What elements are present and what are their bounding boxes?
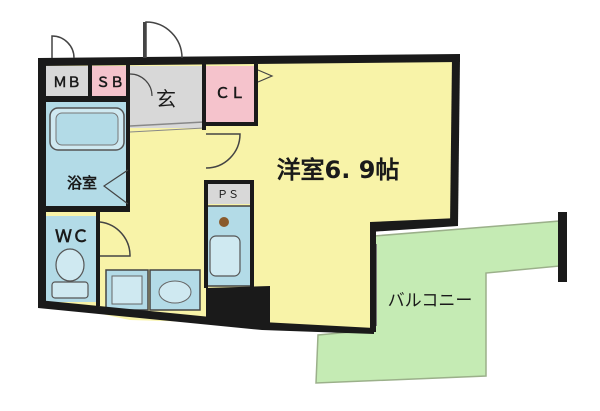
wall-wc-right (96, 210, 100, 306)
bath-door-swing (102, 169, 129, 205)
wall-balcony-side (370, 228, 376, 332)
label-sb: ＳＢ (96, 75, 124, 91)
wall-ps-right (250, 180, 254, 288)
stove-burner-icon (219, 217, 229, 227)
wall-ps-top (204, 180, 254, 184)
front-door-leaf (143, 22, 146, 58)
wall-closet-bottom (204, 122, 258, 126)
label-wc: ＷＣ (55, 227, 89, 247)
label-closet: ＣＬ (215, 84, 245, 102)
label-entrance: 玄 (156, 87, 176, 111)
front-door-swing (145, 21, 183, 59)
bathtub-inner (55, 112, 119, 146)
wall-bath-bottom (44, 206, 130, 212)
wall-kitchen-block (206, 286, 270, 326)
wc-door-swing (99, 221, 131, 257)
entrance-step-2 (129, 127, 205, 133)
wall-entrance-right (202, 64, 206, 130)
mb-door-swing (51, 35, 75, 59)
toilet-bowl (55, 248, 85, 282)
toilet-tank (51, 281, 89, 299)
fridge-inner (158, 280, 192, 304)
wall-ps-frame-left (204, 180, 208, 288)
entrance-floor (130, 66, 204, 128)
kitchen-sink (209, 235, 241, 277)
wall-closet-right (254, 64, 258, 126)
closet-door-swing (257, 69, 274, 83)
label-ps: ＰＳ (217, 188, 239, 201)
mb-box (46, 66, 88, 96)
wall-left (38, 58, 46, 306)
label-balcony: バルコニー (388, 291, 473, 311)
wall-step (370, 218, 458, 232)
room-door-swing (205, 133, 241, 169)
wall-mb-sb-divider (88, 64, 92, 98)
wall-right (450, 58, 460, 226)
sb-box (92, 66, 128, 96)
ps-box (206, 184, 250, 204)
label-bathroom: 浴室 (67, 174, 97, 192)
wall-mb-sb-bottom (44, 96, 130, 102)
label-mb: ＭＢ (53, 75, 81, 91)
balcony-rail (558, 212, 567, 282)
entrance-step (129, 121, 205, 127)
label-western-room: 洋室6. 9帖 (277, 156, 400, 184)
wall-sb-right (126, 64, 130, 102)
wall-bath-right (126, 100, 130, 208)
washer-inner (111, 275, 143, 305)
entrance-door-swing (129, 73, 153, 97)
closet-box (206, 66, 256, 124)
